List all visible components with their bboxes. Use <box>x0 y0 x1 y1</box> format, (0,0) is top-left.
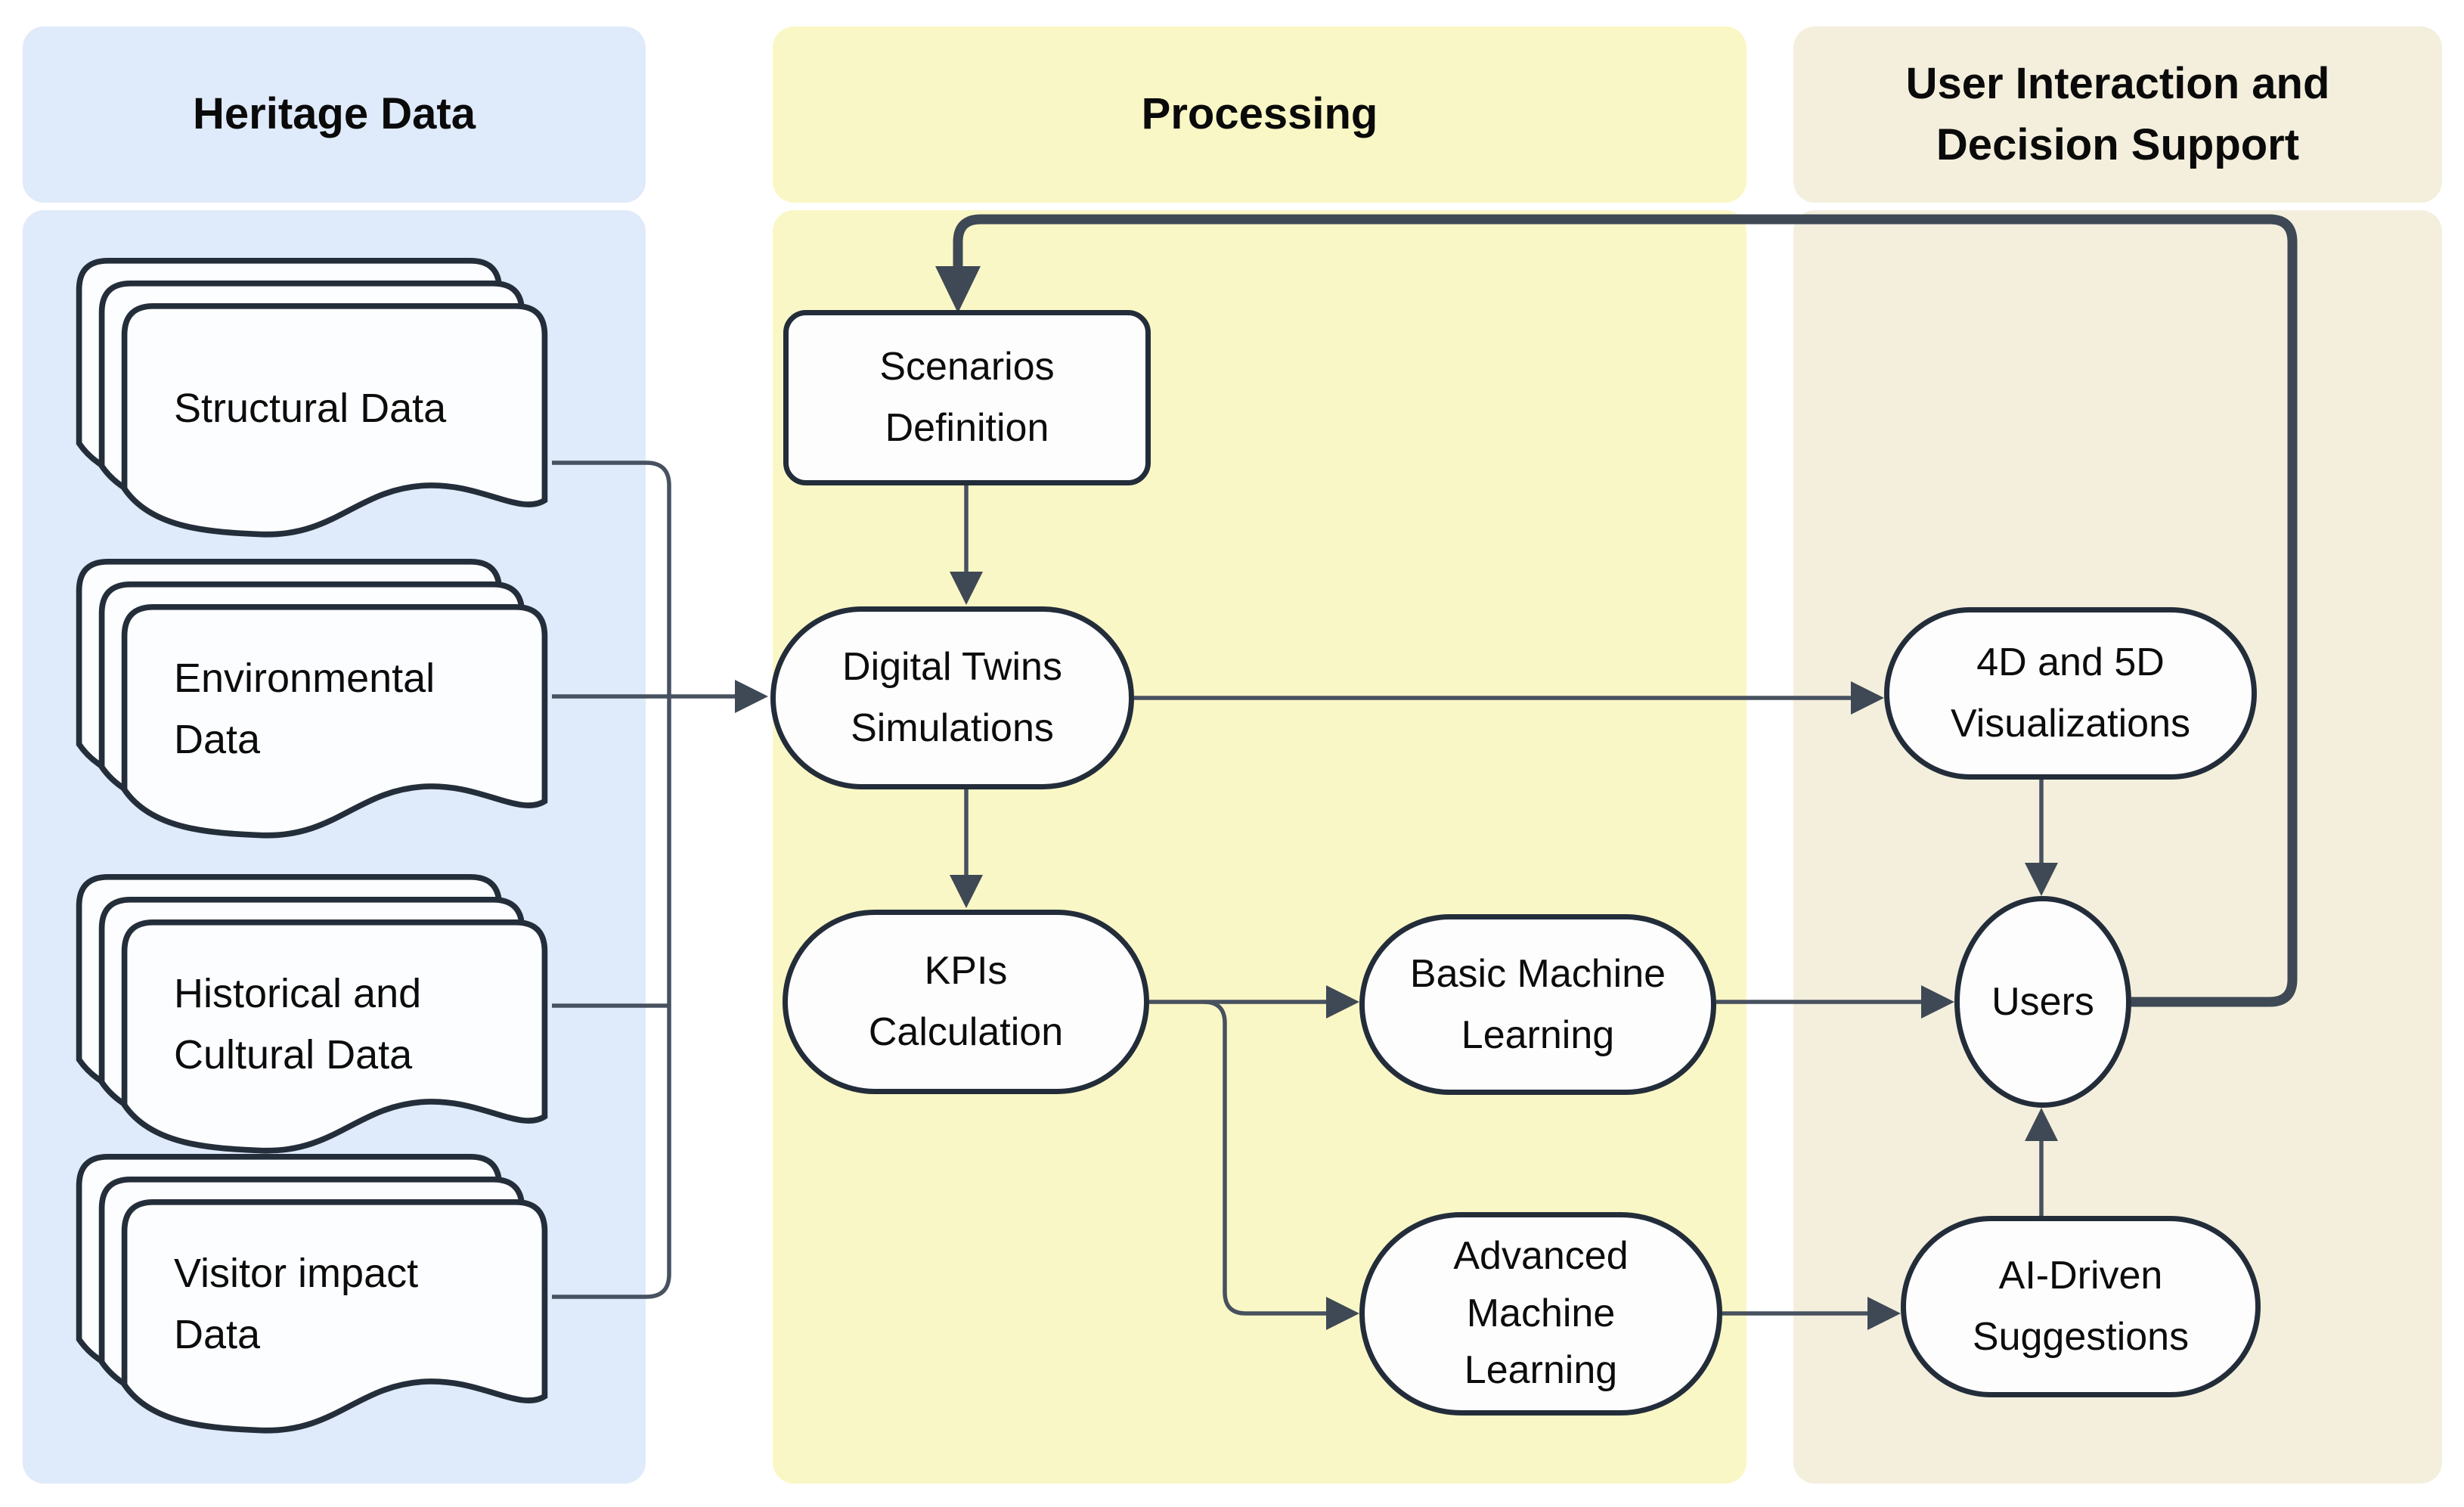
node-digital-twins-simulations: Digital Twins Simulations <box>770 606 1134 789</box>
arrowhead-into-digital-twins-icon <box>735 680 768 713</box>
flow-edges <box>964 485 2044 1316</box>
arrowheads <box>735 266 2058 1330</box>
user-panel-title: User Interaction and Decision Support <box>1793 26 2442 203</box>
processing-panel-title: Processing <box>773 26 1746 203</box>
document-structural-data: Structural Data <box>72 253 552 578</box>
edge-kpis-to-advanced-ml <box>1203 1000 1349 1316</box>
arrowhead-into-viz-icon <box>1851 681 1884 715</box>
arrowhead-into-advanced-ml-icon <box>1326 1297 1359 1330</box>
user-panel-header <box>1793 26 2442 203</box>
node-advanced-machine-learning: Advanced Machine Learning <box>1359 1212 1722 1416</box>
document-visitor-impact-data: Visitor impact Data <box>72 1149 552 1474</box>
processing-panel-title-text: Processing <box>1141 89 1378 139</box>
node-label: Basic Machine Learning <box>1409 951 1666 1057</box>
node-label: 4D and 5D Visualizations <box>1950 640 2190 746</box>
arrowhead-scenarios-down-icon <box>950 572 983 605</box>
heritage-panel-title: Heritage Data <box>23 26 646 203</box>
document-label: Historical and Cultural Data <box>174 971 422 1078</box>
document-label: Visitor impact Data <box>174 1251 419 1357</box>
arrowhead-viz-to-users-icon <box>2025 863 2058 896</box>
document-label: Environmental Data <box>174 656 435 762</box>
node-users: Users <box>1954 896 2131 1108</box>
document-sheet-icon <box>121 919 548 1154</box>
document-sheet-icon <box>121 603 548 839</box>
node-scenarios-definition: Scenarios Definition <box>783 310 1151 485</box>
arrowhead-into-ai-icon <box>1867 1297 1901 1330</box>
arrowhead-basic-to-users-icon <box>1921 985 1954 1019</box>
node-kpis-calculation: KPIs Calculation <box>783 910 1149 1094</box>
user-panel-title-text: User Interaction and Decision Support <box>1905 59 2330 169</box>
arrowhead-kpis-down-icon <box>950 875 983 908</box>
document-sheet-icon <box>121 302 548 538</box>
edge-doc1-doc4-trunk <box>552 460 671 1299</box>
arrowhead-feedback-down-icon <box>935 266 981 313</box>
heritage-panel-header <box>23 26 646 203</box>
arrowhead-into-basic-ml-icon <box>1326 985 1359 1019</box>
document-environmental-data: Environmental Data <box>72 554 552 879</box>
node-label: KPIs Calculation <box>868 949 1064 1054</box>
node-label: AI-Driven Suggestions <box>1972 1254 2190 1359</box>
document-label: Structural Data <box>174 385 447 431</box>
node-4d-5d-visualizations: 4D and 5D Visualizations <box>1884 607 2257 780</box>
node-label: Advanced Machine Learning <box>1453 1234 1629 1393</box>
document-sheet-icon <box>121 1198 548 1434</box>
arrowhead-ai-to-users-icon <box>2025 1108 2058 1141</box>
processing-panel-header <box>773 26 1746 203</box>
node-label: Users <box>1991 979 2094 1024</box>
node-ai-driven-suggestions: AI-Driven Suggestions <box>1901 1216 2261 1397</box>
node-label: Scenarios Definition <box>879 345 1055 450</box>
node-basic-machine-learning: Basic Machine Learning <box>1359 914 1716 1095</box>
document-historical-cultural-data: Historical and Cultural Data <box>72 870 552 1195</box>
node-label: Digital Twins Simulations <box>842 645 1062 750</box>
document-merge-lines <box>552 460 758 1299</box>
edge-users-feedback-to-scenarios <box>953 214 2298 1007</box>
heritage-panel-title-text: Heritage Data <box>193 89 476 139</box>
